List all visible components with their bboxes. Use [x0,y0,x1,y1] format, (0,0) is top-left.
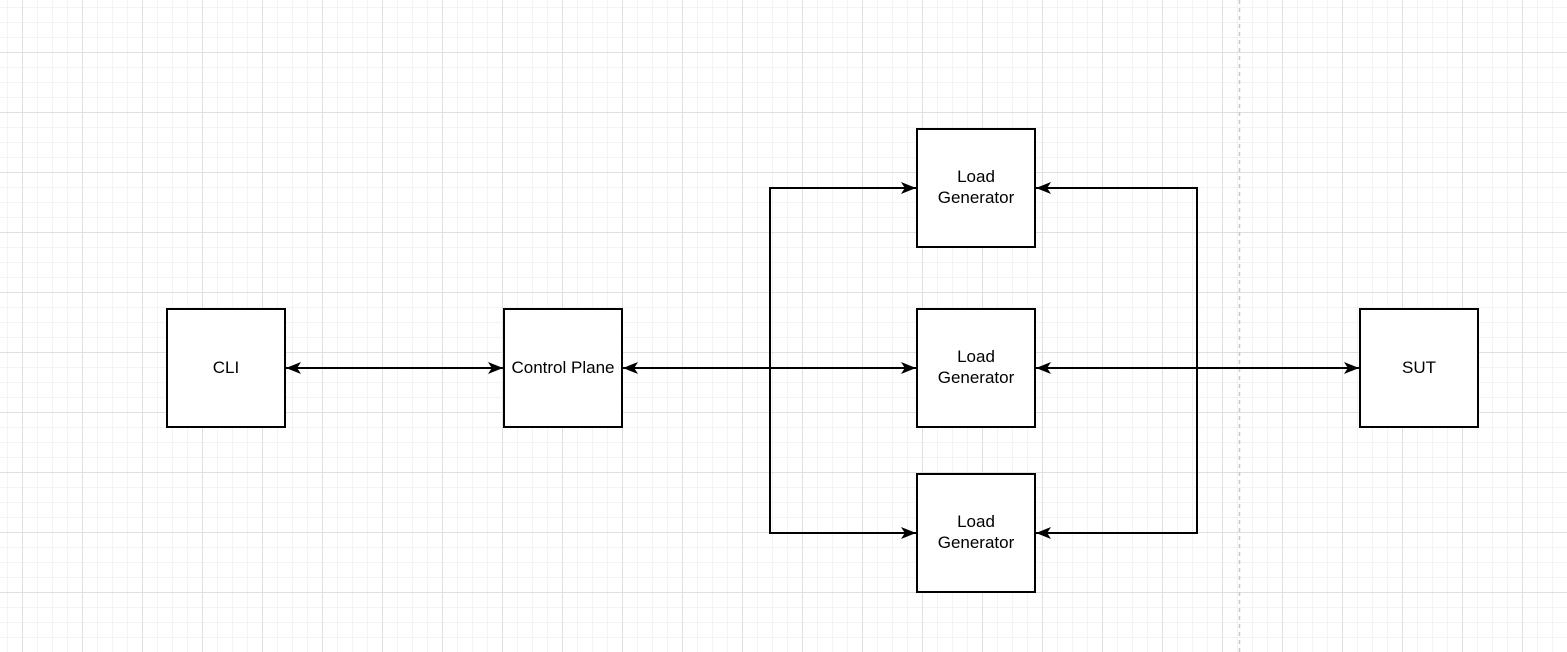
node-load-generator-2[interactable]: Load Generator [916,308,1036,428]
connector-control-plane-load-generator-3[interactable] [769,368,916,539]
node-sut[interactable]: SUT [1359,308,1479,428]
node-control-plane[interactable]: Control Plane [503,308,623,428]
connector-sut-load-generator-1[interactable] [1036,182,1198,368]
connector-sut-load-generator-3[interactable] [1036,368,1198,539]
node-control-plane-label: Control Plane [511,357,615,377]
node-cli[interactable]: CLI [166,308,286,428]
node-load-generator-3-label: Load Generator [937,512,1015,552]
node-load-generator-1[interactable]: Load Generator [916,128,1036,248]
node-sut-label: SUT [1402,357,1436,377]
node-load-generator-3[interactable]: Load Generator [916,473,1036,593]
node-cli-label: CLI [212,357,240,377]
connector-control-plane-load-generator-1[interactable] [769,182,916,368]
node-load-generator-1-label: Load Generator [937,167,1015,207]
node-load-generator-2-label: Load Generator [937,347,1015,387]
